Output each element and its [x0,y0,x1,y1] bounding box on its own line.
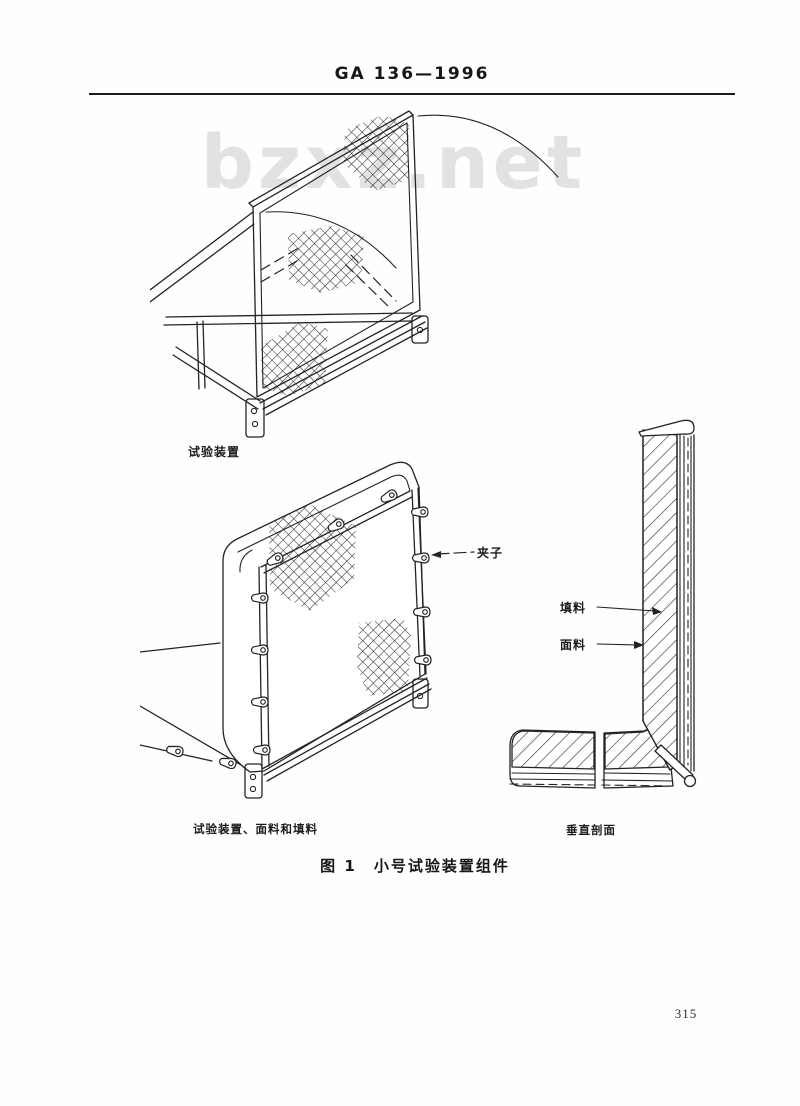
vertical-section-drawing [509,419,697,789]
figure-caption: 图 1 小号试验装置组件 [320,857,510,875]
header-rule [89,93,735,95]
standard-number-header: GA 136—1996 [334,64,490,84]
page-number: 315 [674,1006,698,1021]
label-fabric: 面料 [560,638,587,652]
label-vertical-section: 垂直剖面 [566,823,616,837]
label-filling: 填料 [560,601,587,615]
apparatus-fabric-filling-drawing [140,461,475,799]
label-clamp: 夹子 [477,546,504,560]
label-apparatus-fabric-filling: 试验装置、面料和填料 [193,822,318,836]
label-test-apparatus: 试验装置 [188,445,241,459]
test-apparatus-isometric-drawing [150,110,559,438]
